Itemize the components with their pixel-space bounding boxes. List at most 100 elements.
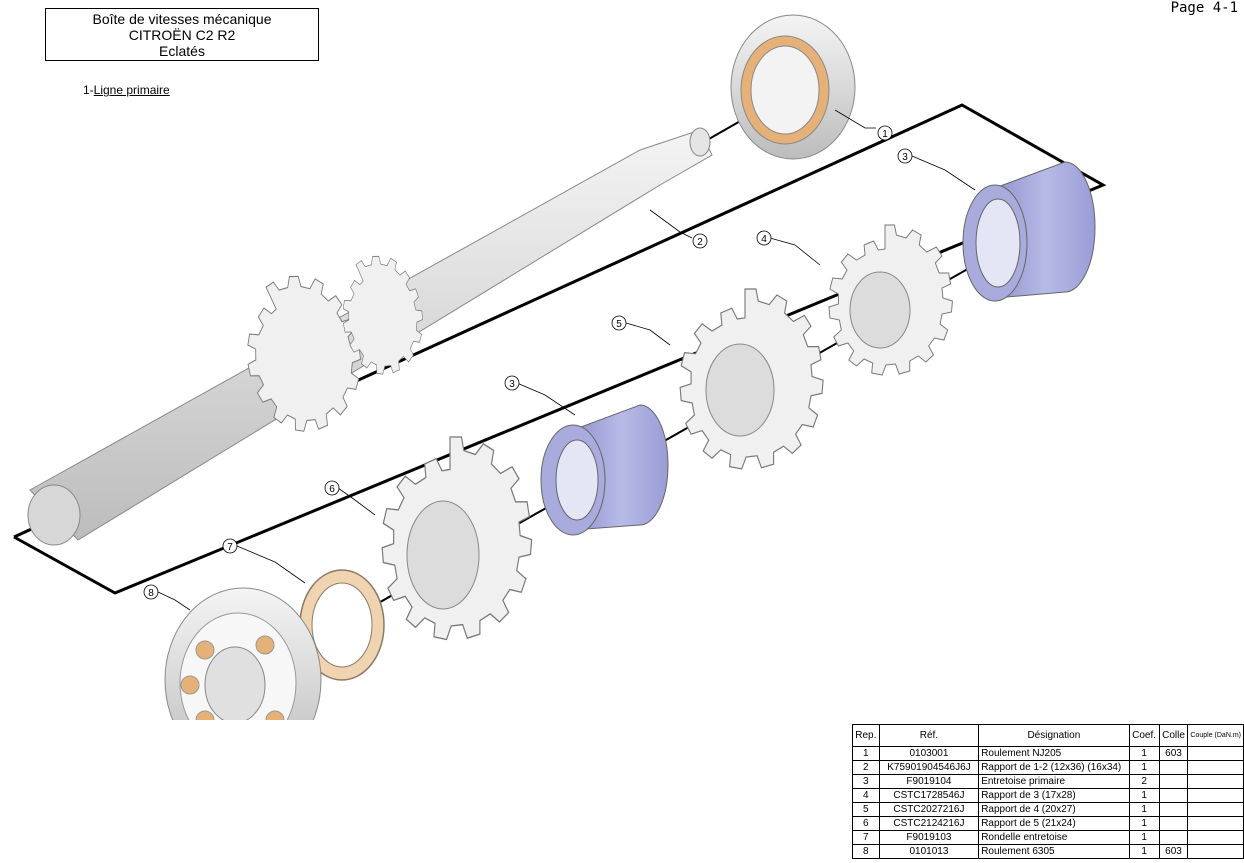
cell-designation: Rapport de 3 (17x28) (978, 788, 1130, 803)
cell-designation: Rondelle entretoise (978, 830, 1130, 845)
cell-coef: 1 (1128, 760, 1160, 775)
cell-ref: CSTC2027216J (878, 802, 980, 817)
cell-rep: 5 (852, 802, 880, 817)
callout-5: 5 (616, 319, 622, 330)
table-row: 5 CSTC2027216J Rapport de 4 (20x27) 1 (852, 802, 1244, 817)
table-row: 3 F9019104 Entretoise primaire 2 (852, 774, 1244, 789)
callout-balloon-3a (897, 148, 913, 164)
cell-coef: 2 (1128, 774, 1160, 789)
spacer-washer (299, 569, 385, 681)
cell-colle (1158, 802, 1189, 817)
cell-coef: 1 (1128, 802, 1160, 817)
table-row: 2 K75901904546J6J Rapport de 1-2 (12x36)… (852, 760, 1244, 775)
cell-designation: Rapport de 5 (21x24) (978, 816, 1130, 831)
cell-colle: 603 (1158, 844, 1189, 859)
header-designation: Désignation (978, 724, 1130, 747)
primary-shaft (27, 127, 713, 546)
table-row: 1 0103001 Roulement NJ205 1 603 (852, 746, 1244, 761)
callout-4: 4 (761, 234, 767, 245)
cell-colle (1158, 830, 1189, 845)
cell-colle (1158, 788, 1189, 803)
cell-couple (1187, 816, 1244, 831)
callout-3a: 3 (902, 152, 908, 163)
header-colle: Colle (1158, 724, 1189, 747)
cell-rep: 6 (852, 816, 880, 831)
table-row: 8 0101013 Roulement 6305 1 603 (852, 844, 1244, 859)
header-rep: Rep. (852, 724, 880, 747)
cell-couple (1187, 774, 1244, 789)
parts-table-header: Rep. Réf. Désignation Coef. Colle Couple… (852, 724, 1244, 747)
header-ref: Réf. (878, 724, 980, 747)
page-number: Page 4-1 (1170, 0, 1238, 16)
header-coef: Coef. (1128, 724, 1160, 747)
cell-ref: 0101013 (878, 844, 980, 859)
section-number: 1- (83, 83, 94, 97)
callout-balloons: 1 2 3 3 4 5 6 7 8 (143, 125, 913, 600)
callout-7: 7 (227, 542, 233, 553)
cell-coef: 1 (1128, 816, 1160, 831)
callouts (157, 109, 976, 611)
spacer-lower (540, 404, 669, 536)
table-row: 6 CSTC2124216J Rapport de 5 (21x24) 1 (852, 816, 1244, 831)
title-box: Boîte de vitesses mécanique CITROËN C2 R… (45, 8, 319, 61)
cell-designation: Rapport de 4 (20x27) (978, 802, 1130, 817)
cell-rep: 2 (852, 760, 880, 775)
cell-rep: 4 (852, 788, 880, 803)
cell-rep: 3 (852, 774, 880, 789)
callout-8: 8 (148, 588, 154, 599)
table-row: 4 CSTC1728546J Rapport de 3 (17x28) 1 (852, 788, 1244, 803)
cell-ref: F9019103 (878, 830, 980, 845)
cell-designation: Roulement 6305 (978, 844, 1130, 859)
title-line-1: Boîte de vitesses mécanique (92, 10, 272, 27)
callout-2: 2 (697, 237, 703, 248)
cell-couple (1187, 788, 1244, 803)
cell-ref: F9019104 (878, 774, 980, 789)
cell-couple (1187, 830, 1244, 845)
cell-coef: 1 (1128, 746, 1160, 761)
cell-designation: Roulement NJ205 (978, 746, 1130, 761)
cell-colle (1158, 816, 1189, 831)
cell-designation: Rapport de 1-2 (12x36) (16x34) (978, 760, 1130, 775)
header-couple: Couple (DaN.m) (1187, 724, 1244, 747)
cell-ref: CSTC1728546J (878, 788, 980, 803)
table-row: 7 F9019103 Rondelle entretoise 1 (852, 830, 1244, 845)
callout-balloon-3b (504, 375, 520, 391)
cell-couple (1187, 760, 1244, 775)
cell-rep: 1 (852, 746, 880, 761)
exploded-view-drawing: 1 2 3 3 4 5 6 7 8 (13, 14, 1107, 720)
spacer-upper (962, 161, 1096, 302)
callout-balloon-8 (143, 584, 159, 600)
assembly-outline (13, 103, 1107, 595)
callout-balloon-2 (692, 233, 708, 249)
callout-balloon-7 (222, 538, 238, 554)
cell-ref: CSTC2124216J (878, 816, 980, 831)
cell-rep: 8 (852, 844, 880, 859)
cell-designation: Entretoise primaire (978, 774, 1130, 789)
callout-1: 1 (882, 129, 888, 140)
cell-rep: 7 (852, 830, 880, 845)
callout-6: 6 (329, 484, 335, 495)
cell-coef: 1 (1128, 844, 1160, 859)
callout-3b: 3 (509, 379, 515, 390)
cell-couple (1187, 802, 1244, 817)
cell-colle: 603 (1158, 746, 1189, 761)
callout-balloon-5 (611, 315, 627, 331)
section-label: Ligne primaire (93, 83, 170, 97)
parts-table: Rep. Réf. Désignation Coef. Colle Couple… (852, 724, 1244, 859)
title-line-3: Eclatés (159, 42, 205, 59)
bearing-6305 (164, 587, 322, 720)
cell-couple (1187, 746, 1244, 761)
cell-ref: 0103001 (878, 746, 980, 761)
cell-coef: 1 (1128, 788, 1160, 803)
cell-couple (1187, 844, 1244, 859)
title-line-2: CITROËN C2 R2 (128, 26, 236, 43)
cell-ref: K75901904546J6J (878, 760, 980, 775)
callout-balloon-6 (324, 480, 340, 496)
callout-balloon-1 (877, 125, 893, 141)
callout-balloon-4 (756, 230, 772, 246)
bearing-nj205 (730, 14, 856, 160)
cell-colle (1158, 774, 1189, 789)
cell-coef: 1 (1128, 830, 1160, 845)
cell-colle (1158, 760, 1189, 775)
section-heading: 1-Ligne primaire (83, 83, 170, 97)
